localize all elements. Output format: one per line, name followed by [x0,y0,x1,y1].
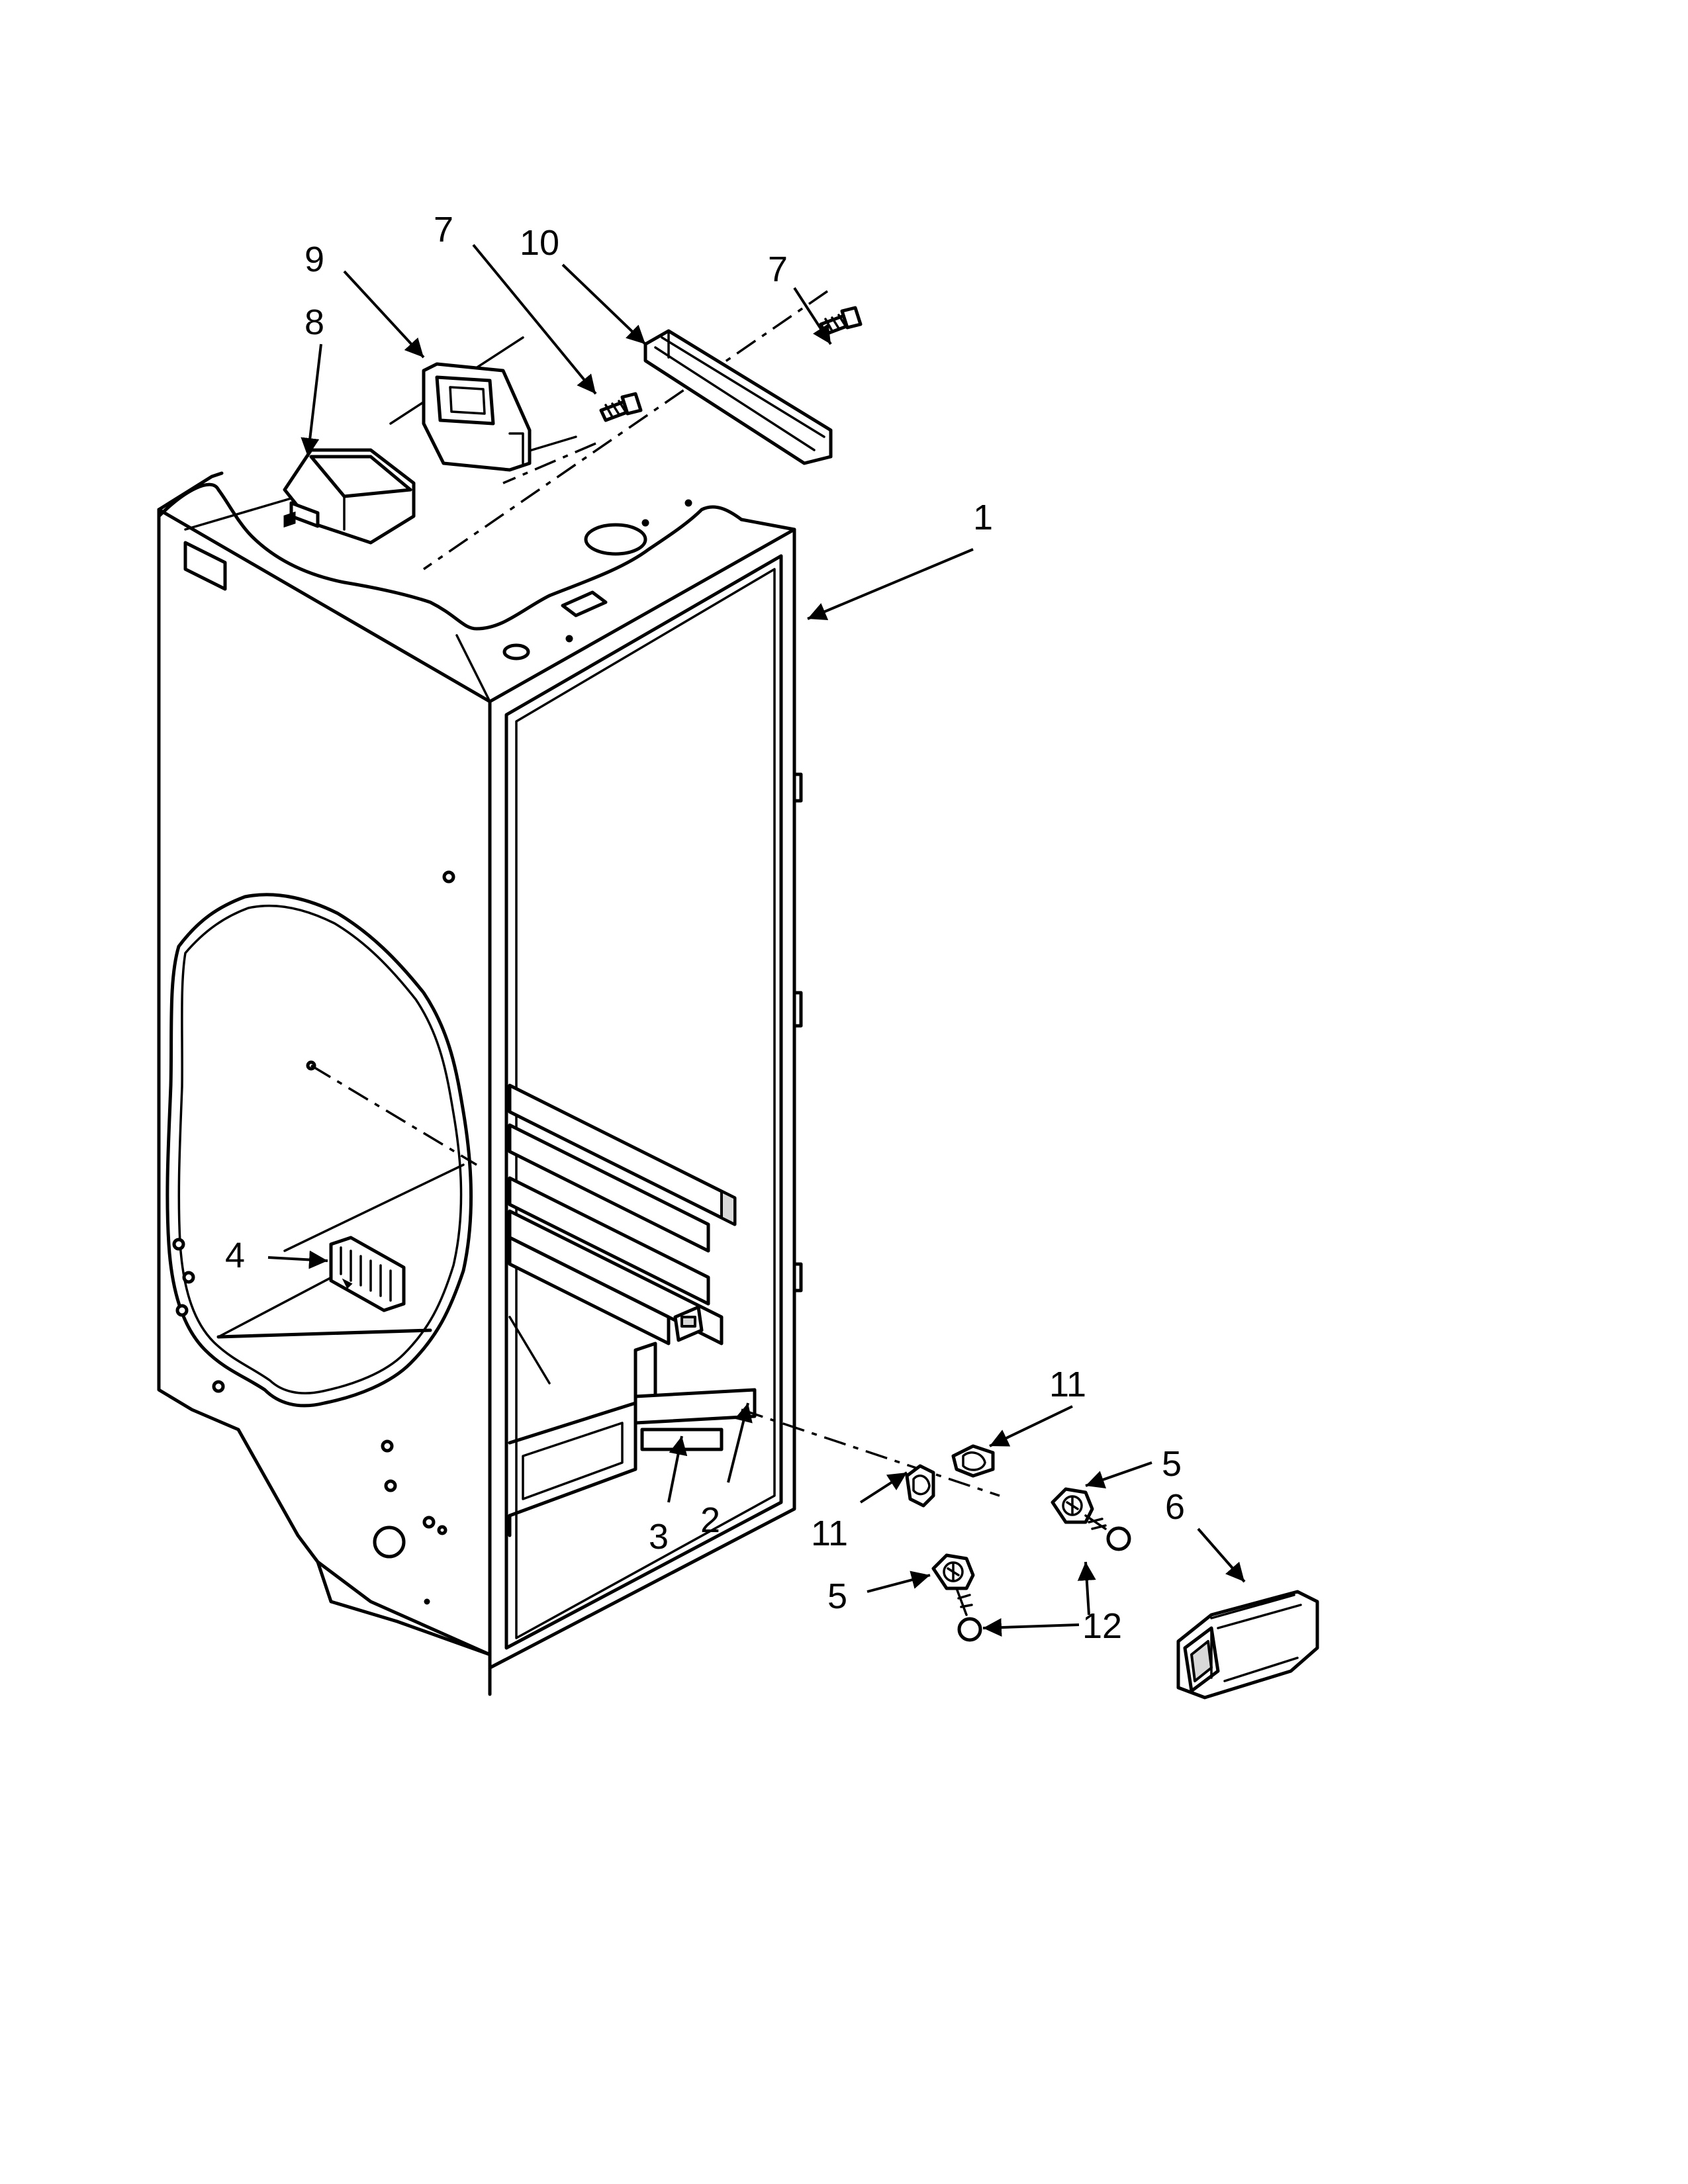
callout-6: 6 [1165,1487,1185,1527]
callout-7-left: 7 [434,210,453,250]
callout-8: 8 [305,302,324,342]
part-7-screw-b [819,306,863,336]
part-9-cover-bracket [422,362,532,472]
part-11-clip-b [905,1464,935,1508]
callout-1: 1 [973,498,993,537]
callout-5-lower: 5 [827,1576,847,1616]
part-12-pin-b [955,1587,982,1642]
callout-10: 10 [520,223,559,263]
part-6-module [1176,1590,1319,1700]
callout-3: 3 [649,1517,669,1557]
cabinet-liner [157,471,803,1696]
liner-holes [172,1238,447,1605]
callout-9: 9 [305,240,324,279]
callout-7-right: 7 [768,250,788,289]
callout-4: 4 [225,1236,245,1275]
part-11-clip-a [951,1444,995,1478]
part-7-screw-a [599,392,643,422]
leader-lines [267,244,1246,1637]
part-4-vent-grille [329,1236,406,1312]
part-5-knob-b [931,1553,975,1590]
liner-cutaway [165,893,551,1408]
part-12-pin-a [1084,1514,1131,1551]
part-8-control-housing [283,448,416,545]
callout-12: 12 [1082,1606,1122,1646]
part-10-trim-strip [643,329,833,465]
bottom-tray [508,1401,637,1537]
callout-5-upper: 5 [1162,1444,1182,1484]
part-5-knob-a [1051,1487,1094,1524]
shelf-rails [508,1083,737,1345]
callout-labels: 1 2 3 4 5 5 6 7 7 8 9 10 11 11 12 [225,210,1185,1646]
callout-11-upper: 11 [1049,1365,1086,1404]
callout-2: 2 [700,1500,720,1540]
callout-11-lower: 11 [811,1514,848,1553]
